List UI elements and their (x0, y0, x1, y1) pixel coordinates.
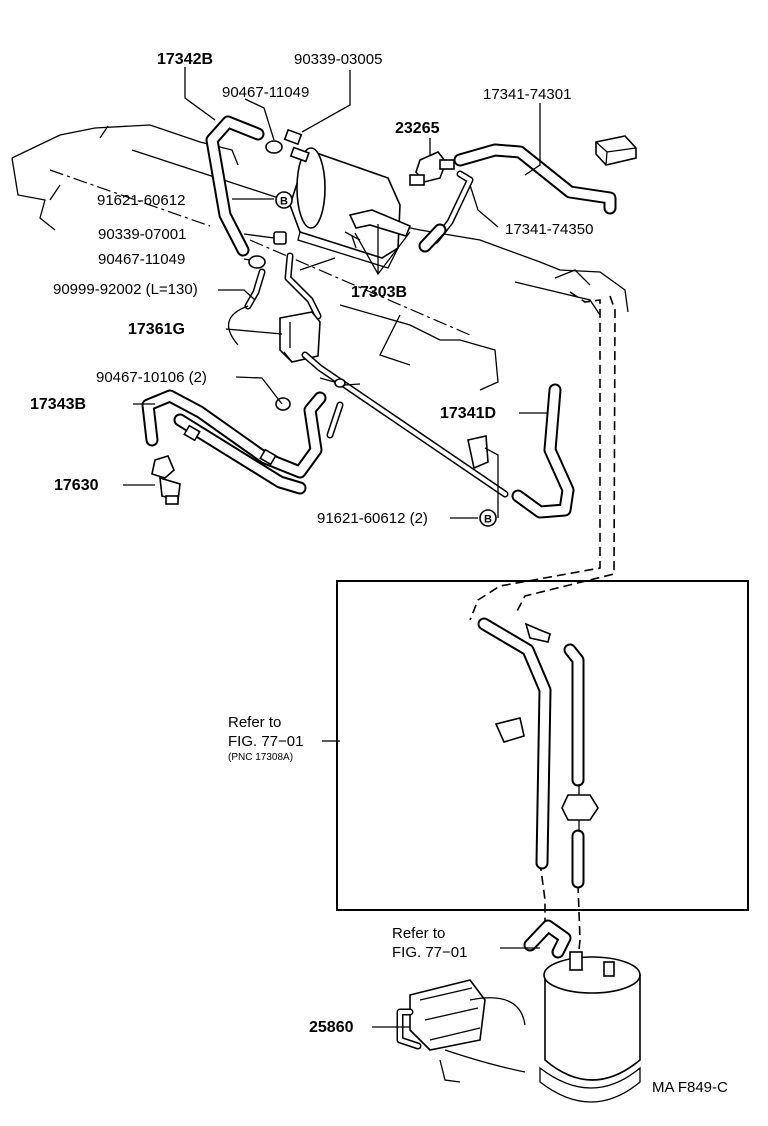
bolt-marker-top: B (275, 191, 293, 209)
label-17361g: 17361G (128, 321, 185, 338)
ref-inset-fig: FIG. 77−01 (228, 733, 303, 750)
valve-17630 (151, 455, 181, 505)
engine-outline (11, 124, 629, 391)
label-25860: 25860 (309, 1019, 354, 1036)
label-90467-11049: 90467-11049 (98, 251, 185, 268)
label-17342b: 17342B (157, 51, 213, 68)
bracket-17303b (344, 209, 412, 249)
label-90339-07001: 90339-07001 (98, 226, 186, 243)
ref-inset-refer-to: Refer to (228, 714, 281, 731)
inset-box (336, 580, 749, 911)
valve-23265 (409, 151, 455, 186)
leader-lines (123, 67, 548, 1028)
bolt-marker-top-text: B (280, 196, 288, 208)
ref-bottom-refer-to: Refer to (392, 925, 445, 942)
label-90467-10106: 90467-10106 (2) (96, 369, 207, 386)
ref-inset-pnc: (PNC 17308A) (228, 752, 293, 763)
label-17343b: 17343B (30, 396, 86, 413)
clamp-90467-11049 (248, 255, 266, 269)
label-90999-92002: 90999-92002 (L=130) (53, 281, 198, 298)
bracket-17361g (279, 311, 321, 363)
bracket-pipe-clip (467, 435, 489, 470)
charcoal-canister (539, 951, 641, 1103)
label-17630: 17630 (54, 477, 99, 494)
figure-code: MA F849-C (652, 1079, 728, 1096)
label-90467-11049-top: 90467-11049 (222, 84, 309, 101)
hose-17342b (205, 115, 265, 257)
bolt-marker-bottom: B (479, 509, 497, 527)
ref-bottom-fig: FIG. 77−01 (392, 944, 467, 961)
pipe-long (301, 351, 509, 498)
hose-17343b (141, 389, 344, 495)
bolt-marker-bottom-text: B (484, 514, 492, 526)
clamp-90339-07001 (273, 231, 287, 245)
label-91621-60612: 91621-60612 (97, 192, 185, 209)
connector-box (595, 135, 637, 166)
vsv-canister-unit (289, 147, 401, 269)
hose-17341d (511, 383, 575, 519)
hose-90999-92002 (227, 252, 336, 346)
label-17303b: 17303B (351, 284, 407, 301)
label-17341-74350: 17341-74350 (505, 221, 593, 238)
hose-17341-74350 (418, 170, 474, 253)
clamp-90467-11049-top (265, 128, 310, 163)
label-90339-03005: 90339-03005 (294, 51, 382, 68)
routing-dashes (469, 291, 616, 961)
label-17341-74301: 17341-74301 (483, 86, 571, 103)
label-23265: 23265 (395, 120, 440, 137)
label-91621-60612-2: 91621-60612 (2) (317, 510, 428, 527)
hose-17341-74301 (453, 143, 617, 215)
hose-bottom-refer (523, 919, 572, 959)
label-17341d: 17341D (440, 405, 496, 422)
vsv-25860 (396, 979, 526, 1083)
